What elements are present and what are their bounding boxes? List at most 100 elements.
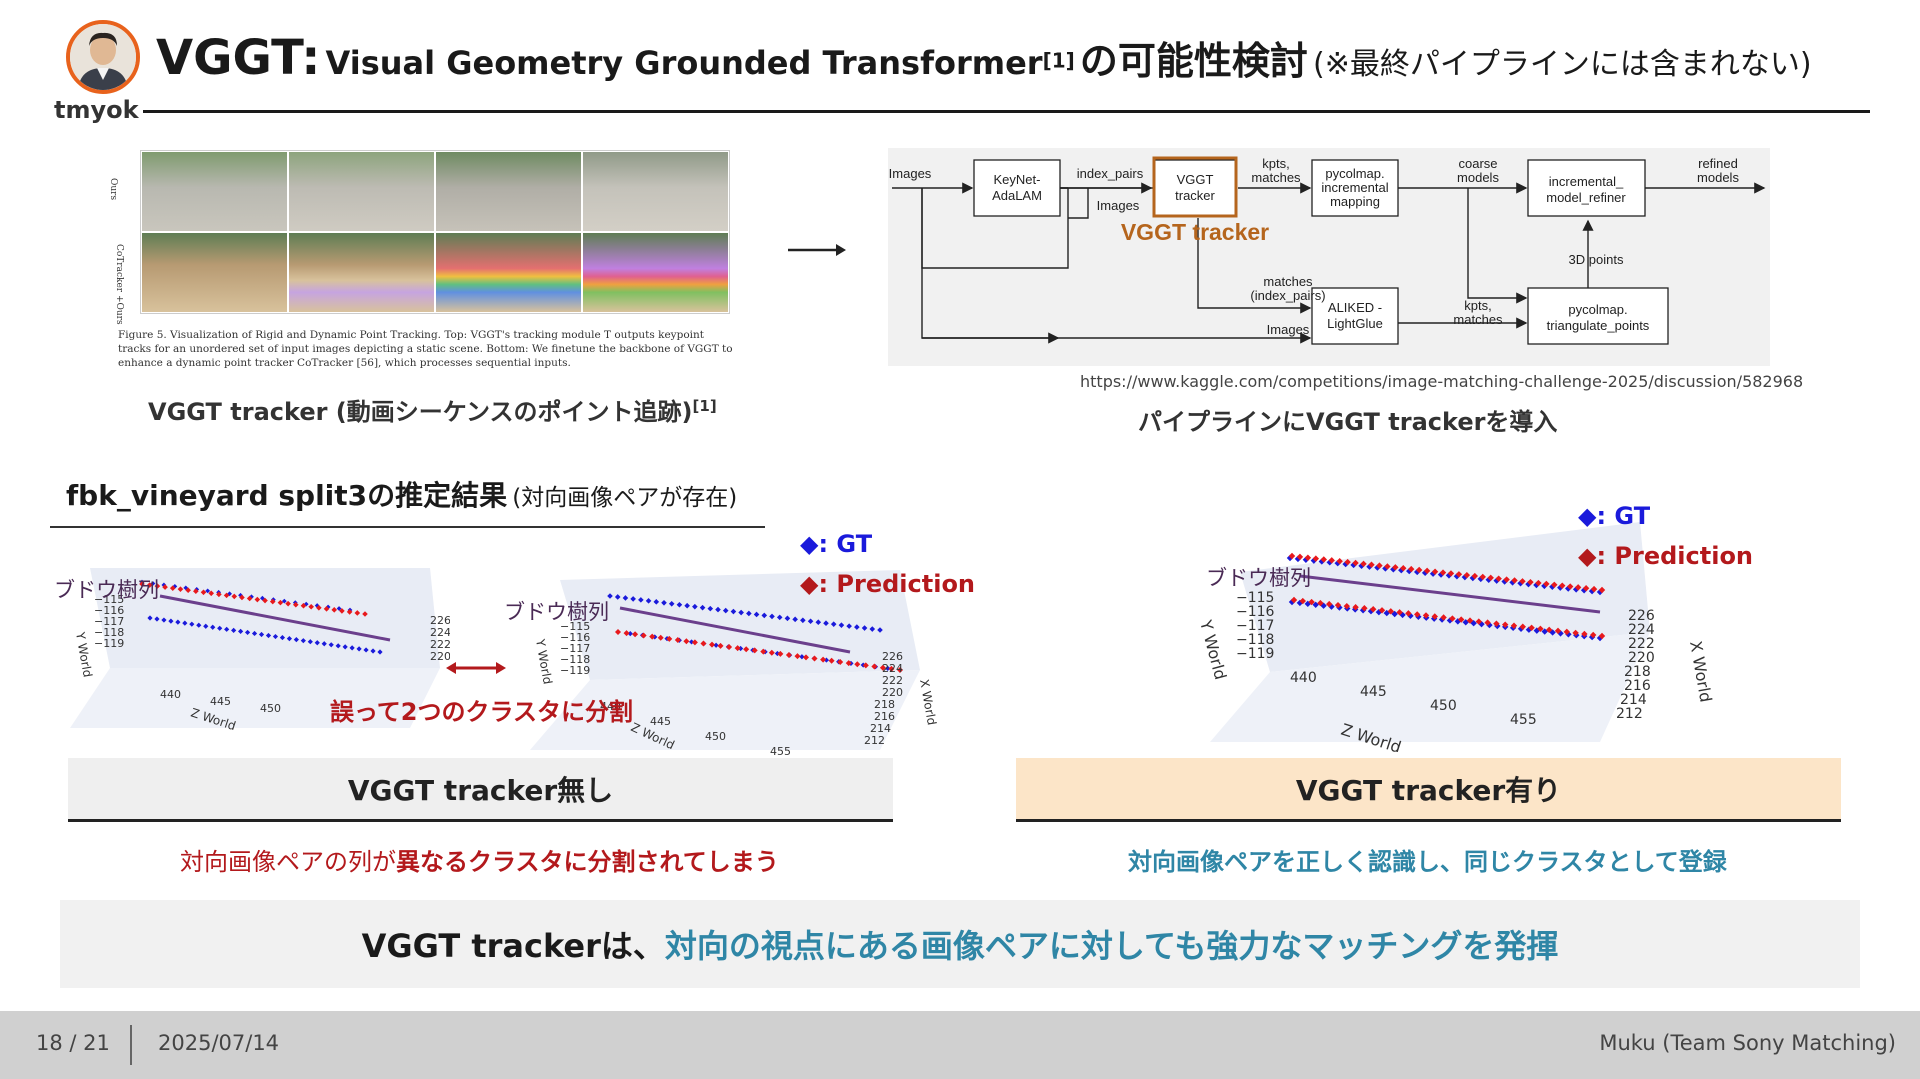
- photo-bike-1: [141, 232, 288, 313]
- source-url: https://www.kaggle.com/competitions/imag…: [1080, 372, 1804, 391]
- legend-gt-left: ◆: GT: [800, 530, 873, 558]
- conclusion-prefix: VGGT trackerは、: [361, 927, 665, 965]
- y-tick: −118: [1236, 632, 1274, 648]
- gt-point: [1391, 610, 1398, 618]
- gt-point: [722, 607, 729, 614]
- prediction-point: [785, 652, 792, 659]
- legend-pred-right: ◆: Prediction: [1578, 542, 1754, 570]
- prediction-point: [308, 603, 314, 610]
- z-tick: 450: [260, 702, 281, 715]
- gt-point: [1501, 578, 1508, 585]
- prediction-point: [1567, 583, 1574, 590]
- row-label-cotracker: CoTracker +Ours: [114, 244, 124, 325]
- prediction-point: [1535, 579, 1542, 587]
- y-tick: −119: [94, 637, 124, 650]
- vggt-l2: tracker: [1175, 188, 1215, 203]
- keynet-l1: KeyNet-: [994, 172, 1041, 187]
- gt-point: [203, 623, 209, 629]
- prediction-point: [1439, 569, 1447, 576]
- x-tick: 214: [1620, 692, 1647, 708]
- gt-point: [792, 616, 798, 623]
- prediction-point: [193, 588, 199, 595]
- y-tick: −115: [94, 593, 124, 606]
- prediction-point: [1334, 601, 1342, 609]
- prediction-point: [854, 661, 861, 668]
- prediction-point: [760, 648, 767, 655]
- prediction-point: [216, 591, 222, 598]
- pycolmap-l3: mapping: [1330, 194, 1380, 209]
- prediction-point: [811, 655, 818, 662]
- prediction-point: [820, 656, 827, 663]
- x-tick: 222: [430, 638, 450, 651]
- prediction-point: [734, 645, 741, 652]
- gt-point: [699, 604, 706, 611]
- presenter-team: Muku (Team Sony Matching): [1599, 1031, 1896, 1055]
- prediction-point: [1384, 563, 1391, 570]
- gt-point: [1565, 585, 1572, 592]
- gt-point: [1336, 604, 1343, 611]
- gt-point: [154, 616, 160, 622]
- prediction-point: [254, 596, 261, 603]
- prediction-point: [231, 593, 238, 600]
- conclusion-box: VGGT trackerは、 対向の視点にある画像ペアに対しても強力なマッチング…: [60, 900, 1860, 988]
- edge-refined: refined: [1698, 156, 1738, 171]
- z-tick: 445: [650, 715, 671, 728]
- photo-street-4: [582, 151, 729, 232]
- node-keynet: [973, 159, 1061, 217]
- y-tick: −116: [560, 631, 590, 644]
- gt-point: [830, 621, 837, 627]
- z-tick: 450: [1430, 698, 1457, 714]
- row-label-ours: Ours: [108, 178, 118, 201]
- tracking-figure: [140, 150, 730, 314]
- prediction-point: [897, 667, 903, 673]
- gt-point: [800, 617, 806, 624]
- prediction-point: [726, 643, 733, 650]
- gt-point: [244, 629, 251, 636]
- prediction-point: [1288, 552, 1296, 560]
- x-tick: 224: [882, 662, 903, 675]
- footer-separator: [130, 1025, 132, 1065]
- prediction-point: [339, 608, 345, 614]
- prediction-point: [717, 642, 724, 649]
- edge-images: Images: [889, 166, 932, 181]
- prediction-point: [777, 650, 784, 657]
- gt-point: [707, 605, 714, 612]
- slide-footer: 18 / 21 2025/07/14 Muku (Team Sony Match…: [0, 1011, 1920, 1079]
- prediction-point: [1360, 560, 1367, 568]
- prediction-point: [1440, 614, 1447, 621]
- gt-point: [638, 597, 644, 603]
- gt-point: [846, 623, 852, 629]
- gt-point: [761, 612, 768, 619]
- gt-point: [231, 627, 237, 633]
- x-tick: 212: [864, 734, 885, 747]
- x-tick: 224: [430, 626, 450, 639]
- prediction-point: [649, 633, 656, 640]
- prediction-point: [828, 657, 835, 664]
- prediction-point: [1466, 617, 1474, 624]
- label-without-vggt: VGGT tracker無し: [68, 758, 893, 822]
- right-arrow-icon: [788, 244, 846, 256]
- y-tick: −117: [1236, 618, 1274, 634]
- edge-3d-points: 3D points: [1569, 252, 1624, 267]
- gt-point: [1469, 574, 1477, 582]
- prediction-point: [1449, 615, 1456, 622]
- photo-bike-3: [435, 232, 582, 313]
- x-tick: 226: [1628, 608, 1655, 624]
- prediction-point: [632, 631, 639, 638]
- gt-point: [281, 598, 287, 604]
- prediction-point: [1320, 556, 1327, 563]
- gt-point: [823, 620, 829, 626]
- gt-point: [627, 631, 633, 637]
- left-figure-caption-text: VGGT tracker (動画シーケンスのポイント追跡): [148, 398, 693, 426]
- z-tick: 455: [770, 745, 791, 758]
- x-tick: 226: [882, 650, 903, 663]
- prediction-point: [1554, 627, 1562, 635]
- x-tick: 226: [430, 614, 450, 627]
- left-figure-caption-ref: [1]: [692, 397, 717, 415]
- prediction-point: [888, 665, 895, 672]
- prediction-point: [177, 586, 184, 592]
- prediction-point: [845, 660, 852, 667]
- prediction-point: [1503, 576, 1510, 583]
- label-with-vggt: VGGT tracker有り: [1016, 758, 1841, 822]
- axis-y-label: Y World: [73, 630, 95, 678]
